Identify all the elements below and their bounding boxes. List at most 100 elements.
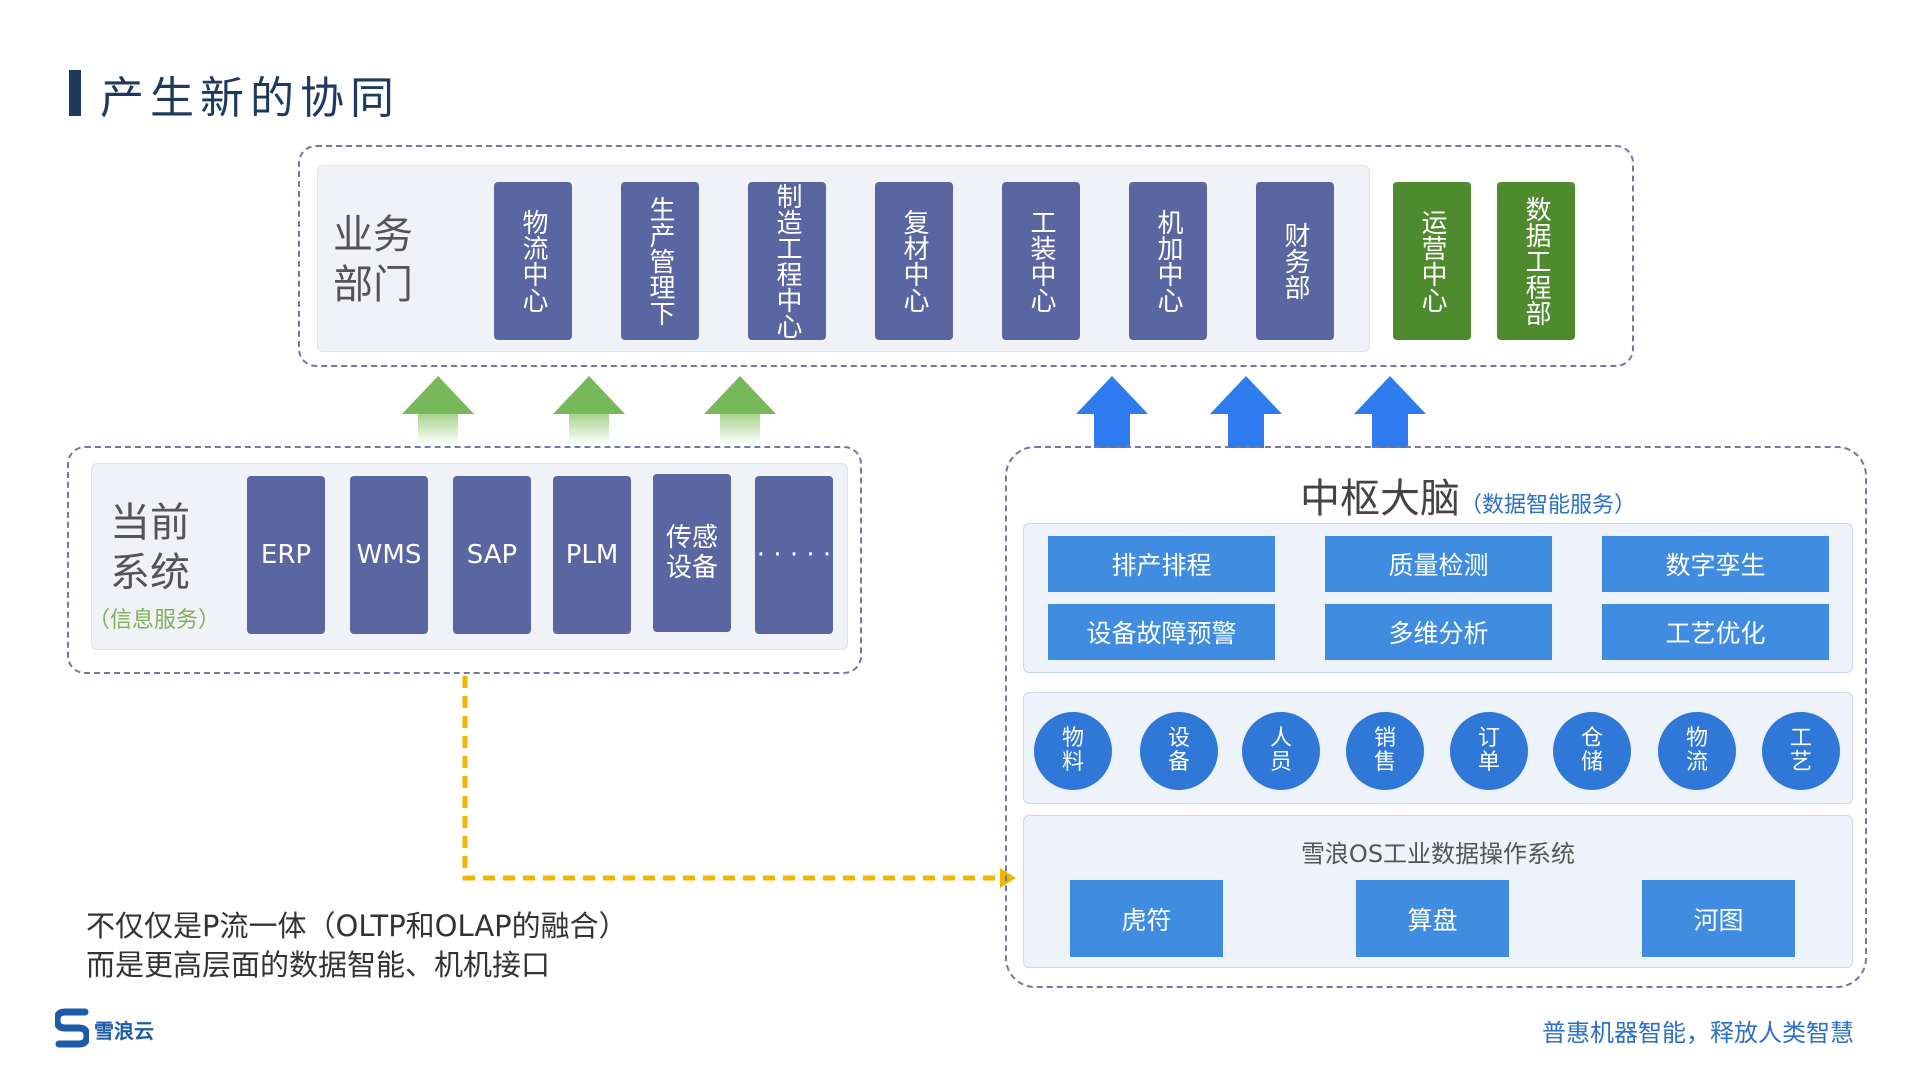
service-tile[interactable]: 多维分析 bbox=[1325, 604, 1552, 660]
dept-label: 制造工程中心 bbox=[772, 183, 802, 339]
data-domain-circle[interactable]: 物料 bbox=[1034, 712, 1112, 790]
business-label: 业务 部门 bbox=[333, 210, 413, 310]
data-domain-label: 仓储 bbox=[1580, 726, 1603, 775]
business-departments-frame bbox=[298, 145, 1634, 367]
system-box[interactable]: ERP bbox=[247, 476, 325, 634]
new-dept-box[interactable]: 数据工程部 bbox=[1497, 182, 1575, 340]
service-label: 质量检测 bbox=[1388, 551, 1489, 580]
dept-label: 工装中心 bbox=[1026, 209, 1056, 313]
dept-label: 生产管理下 bbox=[645, 196, 675, 326]
data-domain-circle[interactable]: 人员 bbox=[1242, 712, 1320, 790]
data-domain-label: 人员 bbox=[1269, 726, 1292, 775]
dept-label: 财务部 bbox=[1280, 222, 1310, 300]
system-label: 传感设备 bbox=[665, 523, 718, 583]
os-component[interactable]: 算盘 bbox=[1356, 880, 1509, 957]
business-label-line2: 部门 bbox=[333, 262, 413, 308]
data-domain-label: 设备 bbox=[1167, 726, 1190, 775]
new-dept-box[interactable]: 运营中心 bbox=[1393, 182, 1471, 340]
service-label: 设备故障预警 bbox=[1086, 619, 1237, 648]
service-label: 多维分析 bbox=[1388, 619, 1489, 648]
service-tile[interactable]: 设备故障预警 bbox=[1048, 604, 1275, 660]
data-domain-circle[interactable]: 设备 bbox=[1140, 712, 1218, 790]
os-component[interactable]: 虎符 bbox=[1070, 880, 1223, 957]
os-component-label: 算盘 bbox=[1407, 905, 1458, 935]
system-label: ERP bbox=[260, 540, 312, 570]
current-systems-label: 当前 系统 bbox=[110, 498, 190, 598]
system-box[interactable]: WMS bbox=[350, 476, 428, 634]
blue-up-arrow bbox=[1354, 376, 1426, 448]
data-domain-label: 物料 bbox=[1061, 726, 1084, 775]
service-tile[interactable]: 质量检测 bbox=[1325, 536, 1552, 592]
arrow-body bbox=[1094, 414, 1130, 448]
dept-label: 机加中心 bbox=[1153, 209, 1183, 313]
bottom-text-line2: 而是更高层面的数据智能、机机接口 bbox=[86, 948, 551, 982]
green-up-arrow bbox=[402, 376, 474, 444]
data-domain-label: 工艺 bbox=[1789, 726, 1812, 775]
title-accent-bar bbox=[69, 70, 81, 116]
page-title: 产生新的协同 bbox=[100, 73, 400, 124]
os-component-label: 河图 bbox=[1693, 905, 1744, 935]
green-up-arrow bbox=[704, 376, 776, 444]
arrow-head bbox=[1354, 376, 1426, 414]
system-box[interactable]: 传感设备 bbox=[653, 474, 731, 632]
os-component[interactable]: 河图 bbox=[1642, 880, 1795, 957]
current-systems-label-line2: 系统 bbox=[110, 550, 190, 596]
system-label: SAP bbox=[466, 540, 518, 570]
logo-text: 雪浪云 bbox=[94, 1019, 154, 1043]
dept-box[interactable]: 工装中心 bbox=[1002, 182, 1080, 340]
arrow-body bbox=[1228, 414, 1264, 448]
data-domain-circle[interactable]: 销售 bbox=[1346, 712, 1424, 790]
service-tile[interactable]: 工艺优化 bbox=[1602, 604, 1829, 660]
data-domain-circle[interactable]: 仓储 bbox=[1553, 712, 1631, 790]
arrow-head bbox=[553, 376, 625, 414]
green-up-arrow bbox=[553, 376, 625, 444]
dept-box[interactable]: 物流中心 bbox=[494, 182, 572, 340]
dept-box[interactable]: 生产管理下 bbox=[621, 182, 699, 340]
blue-up-arrow bbox=[1210, 376, 1282, 448]
data-domain-label: 销售 bbox=[1373, 726, 1396, 775]
dept-box[interactable]: 制造工程中心 bbox=[748, 182, 826, 340]
current-systems-sublabel: （信息服务） bbox=[88, 608, 221, 633]
data-domain-circle[interactable]: 工艺 bbox=[1762, 712, 1840, 790]
service-label: 工艺优化 bbox=[1665, 619, 1766, 648]
arrow-head bbox=[704, 376, 776, 414]
dept-box[interactable]: 财务部 bbox=[1256, 182, 1334, 340]
data-domain-circle[interactable]: 订单 bbox=[1450, 712, 1528, 790]
service-label: 数字孪生 bbox=[1665, 551, 1766, 580]
arrow-head bbox=[1076, 376, 1148, 414]
dept-box[interactable]: 机加中心 bbox=[1129, 182, 1207, 340]
system-label: WMS bbox=[356, 540, 422, 570]
service-label: 排产排程 bbox=[1111, 551, 1212, 580]
dept-label: 复材中心 bbox=[899, 209, 929, 313]
service-tile[interactable]: 排产排程 bbox=[1048, 536, 1275, 592]
arrow-body bbox=[1372, 414, 1408, 448]
data-domain-label: 物流 bbox=[1685, 726, 1708, 775]
dept-box[interactable]: 复材中心 bbox=[875, 182, 953, 340]
system-label: · · · · · bbox=[756, 540, 832, 570]
data-domain-circle[interactable]: 物流 bbox=[1658, 712, 1736, 790]
dept-label: 运营中心 bbox=[1417, 209, 1447, 313]
logo-icon bbox=[55, 1008, 89, 1048]
brain-title-text: 中枢大脑 bbox=[1300, 476, 1460, 522]
system-label: PLM bbox=[565, 540, 619, 570]
blue-up-arrow bbox=[1076, 376, 1148, 448]
arrow-head bbox=[1210, 376, 1282, 414]
service-tile[interactable]: 数字孪生 bbox=[1602, 536, 1829, 592]
dept-label: 物流中心 bbox=[518, 209, 548, 313]
arrow-body bbox=[720, 414, 760, 444]
current-systems-frame bbox=[67, 446, 862, 674]
system-box[interactable]: · · · · · bbox=[755, 476, 833, 634]
business-label-line1: 业务 bbox=[333, 212, 413, 258]
arrow-body bbox=[418, 414, 458, 444]
brain-title: 中枢大脑（数据智能服务） bbox=[1300, 466, 1636, 524]
central-brain-frame bbox=[1005, 446, 1867, 988]
footer-slogan: 普惠机器智能，释放人类智慧 bbox=[1542, 1019, 1854, 1047]
data-domain-label: 订单 bbox=[1477, 726, 1500, 775]
system-box[interactable]: PLM bbox=[553, 476, 631, 634]
dept-label: 数据工程部 bbox=[1521, 196, 1551, 326]
bottom-text-line1: 不仅仅是P流一体（OLTP和OLAP的融合） bbox=[86, 909, 628, 943]
system-box[interactable]: SAP bbox=[453, 476, 531, 634]
os-component-label: 虎符 bbox=[1121, 905, 1172, 935]
brain-subtitle: （数据智能服务） bbox=[1460, 493, 1637, 518]
